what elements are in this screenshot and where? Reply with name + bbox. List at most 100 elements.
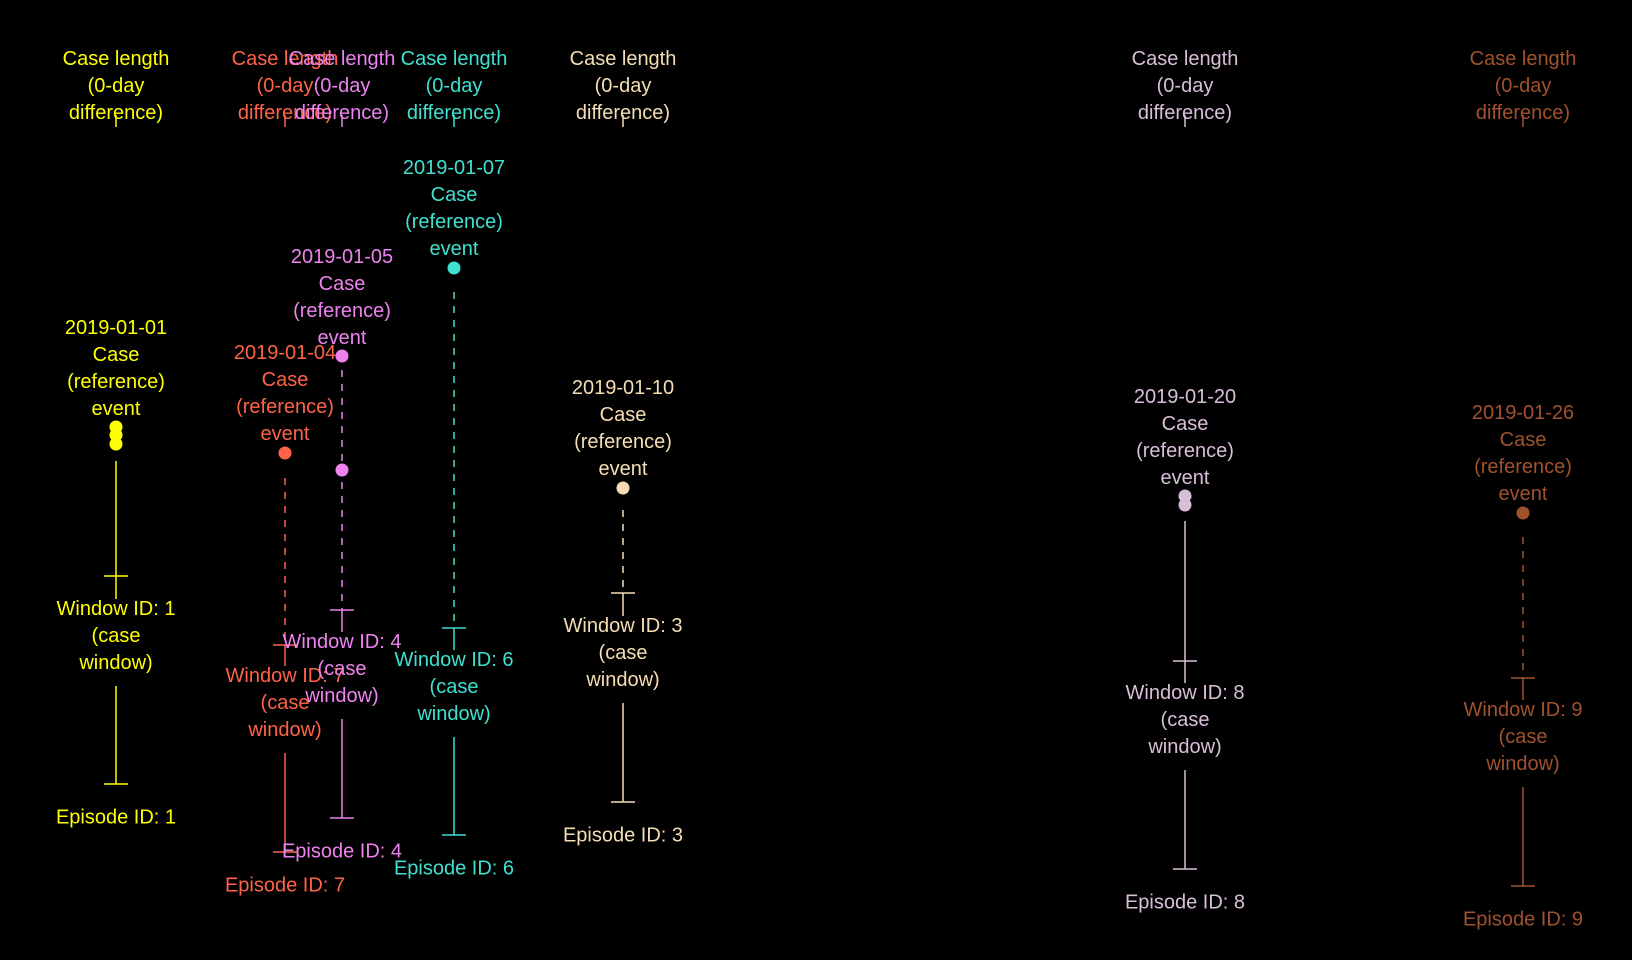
window-label: Window ID: 9 (case window) xyxy=(1464,699,1583,775)
event-label-line: (reference) xyxy=(574,431,672,453)
case-length-label-line: difference) xyxy=(238,102,332,124)
window-label-line: Window ID: 3 xyxy=(564,615,683,637)
case-length-label-line: difference) xyxy=(69,102,163,124)
event-label-line: Case xyxy=(319,273,366,295)
window-label-line: Window ID: 1 xyxy=(57,598,176,620)
event-dot xyxy=(335,463,349,477)
event-label-line: 2019-01-26 xyxy=(1472,402,1574,424)
window-label-line: window) xyxy=(247,719,321,741)
case-length-label-line: Case length xyxy=(1132,48,1239,70)
window-label-line: (case xyxy=(599,642,648,664)
case-length-label-line: difference) xyxy=(295,102,389,124)
window-label-line: Window ID: 8 xyxy=(1126,682,1245,704)
window-label-line: window) xyxy=(416,703,490,725)
event-label-line: Case xyxy=(600,404,647,426)
event-label-line: 2019-01-01 xyxy=(65,317,167,339)
event-label-line: (reference) xyxy=(236,396,334,418)
event-dot xyxy=(447,261,461,275)
event-label-line: event xyxy=(92,398,141,420)
event-label-line: (reference) xyxy=(293,300,391,322)
window-label: Window ID: 3 (case window) xyxy=(564,615,683,691)
case-length-label-line: (0-day xyxy=(1157,75,1214,97)
window-label-line: window) xyxy=(1147,736,1221,758)
case-length-label-line: (0-day xyxy=(88,75,145,97)
event-dot xyxy=(1516,506,1530,520)
case-length-label-line: Case length xyxy=(1470,48,1577,70)
window-label-line: window) xyxy=(304,685,378,707)
event-label-line: 2019-01-05 xyxy=(291,246,393,268)
window-label-line: (case xyxy=(430,676,479,698)
window-label-line: window) xyxy=(585,669,659,691)
case-length-label-line: (0-day xyxy=(426,75,483,97)
case-length-label-line: Case length xyxy=(570,48,677,70)
event-dot xyxy=(278,446,292,460)
window-label-line: (case xyxy=(1161,709,1210,731)
episode-group: Case length (0-day difference) 2019-01-07 Ca… xyxy=(394,48,514,880)
window-label-line: Window ID: 9 xyxy=(1464,699,1583,721)
case-length-label-line: (0-day xyxy=(314,75,371,97)
case-length-label-line: (0-day xyxy=(257,75,314,97)
event-label-line: Case xyxy=(1500,429,1547,451)
window-label: Window ID: 1 (case window) xyxy=(57,598,176,674)
event-dot xyxy=(109,428,123,442)
case-length-label-line: (0-day xyxy=(1495,75,1552,97)
event-label-line: Case xyxy=(93,344,140,366)
event-dot xyxy=(109,437,123,451)
event-dot xyxy=(335,349,349,363)
episode-label: Episode ID: 3 xyxy=(563,824,683,846)
case-length-label: Case length (0-day difference) xyxy=(63,48,170,124)
window-label-line: Window ID: 7 xyxy=(226,665,345,687)
case-length-label-line: Case length xyxy=(401,48,508,70)
event-label-line: event xyxy=(1499,483,1548,505)
event-label-line: event xyxy=(318,327,367,349)
case-length-label-line: Case length xyxy=(289,48,396,70)
window-label-line: window) xyxy=(78,652,152,674)
window-label-line: (case xyxy=(318,658,367,680)
window-label-line: (case xyxy=(261,692,310,714)
window-label: Window ID: 7 (case window) xyxy=(226,665,345,741)
event-label-line: event xyxy=(430,238,479,260)
episode-label: Episode ID: 9 xyxy=(1463,908,1583,930)
event-label-line: event xyxy=(1161,467,1210,489)
window-label-line: (case xyxy=(92,625,141,647)
event-label-line: 2019-01-10 xyxy=(572,377,674,399)
event-label-line: (reference) xyxy=(67,371,165,393)
episode-label: Episode ID: 8 xyxy=(1125,891,1245,913)
event-label-line: 2019-01-04 xyxy=(234,342,336,364)
event-label-line: event xyxy=(261,423,310,445)
event-dot xyxy=(616,481,630,495)
case-length-label: Case length (0-day difference) xyxy=(401,48,508,124)
window-label: Window ID: 8 (case window) xyxy=(1126,682,1245,758)
event-label-line: (reference) xyxy=(405,211,503,233)
window-label-line: window) xyxy=(1485,753,1559,775)
case-length-label-line: (0-day xyxy=(595,75,652,97)
episode-label: Episode ID: 6 xyxy=(394,857,514,879)
case-length-label-line: difference) xyxy=(576,102,670,124)
case-length-label-line: difference) xyxy=(407,102,501,124)
event-label-line: event xyxy=(599,458,648,480)
event-label-line: 2019-01-07 xyxy=(403,157,505,179)
window-label-line: Window ID: 6 xyxy=(395,649,514,671)
case-length-label-line: Case length xyxy=(63,48,170,70)
event-label-line: (reference) xyxy=(1136,440,1234,462)
window-label-line: (case xyxy=(1499,726,1548,748)
event-label-line: Case xyxy=(1162,413,1209,435)
episode-label: Episode ID: 7 xyxy=(225,874,345,896)
